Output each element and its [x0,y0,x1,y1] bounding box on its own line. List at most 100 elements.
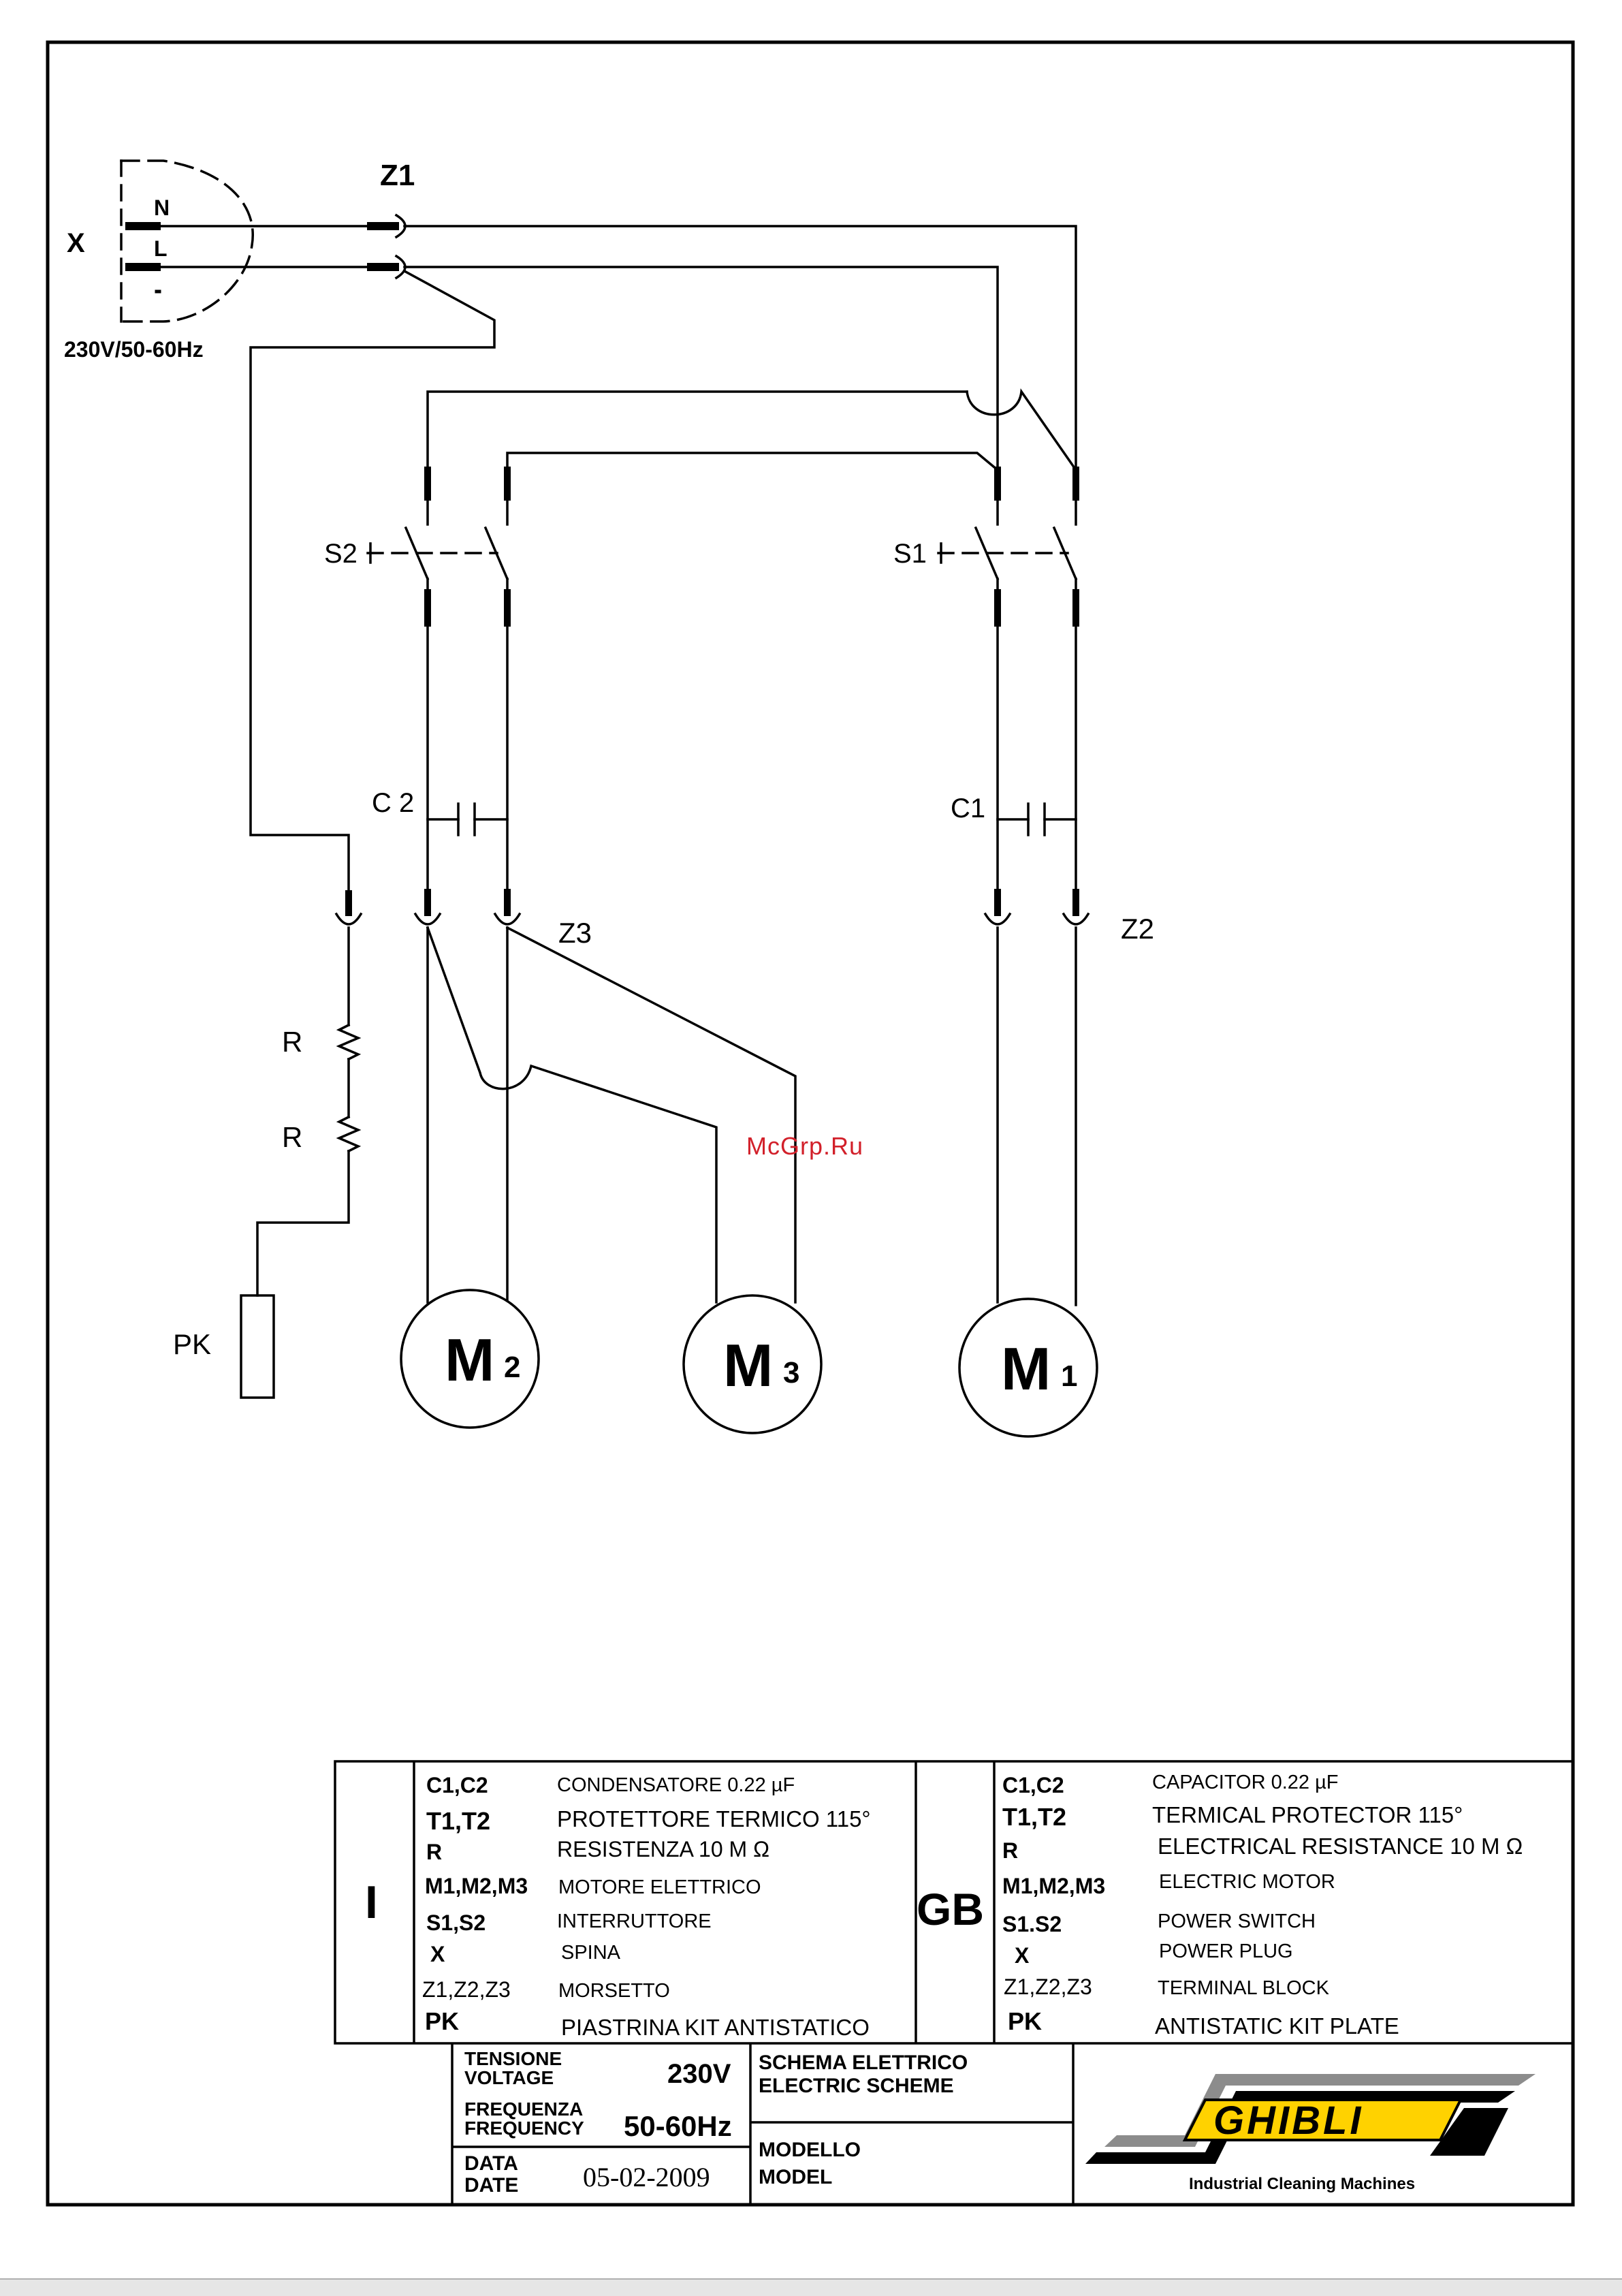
terminal-z2 [983,889,1090,926]
label-c1: C1 [951,793,985,823]
label-neutral: N [154,195,170,220]
motor-m2-letter: M [445,1326,494,1394]
motor-m1-index: 1 [1061,1359,1077,1393]
wire-to-s2-right [506,452,1000,472]
wire-to-m3-left [426,926,718,1304]
label-c2: C 2 [372,788,414,818]
page-bottom-strip [0,2278,1622,2296]
legend-gb-description: CAPACITOR 0.22 µF [1152,1772,1339,1793]
label-line: L [154,236,168,261]
legend-it-description: MORSETTO [558,1980,670,2002]
resistor-chain [256,926,362,1297]
legend-gb-symbol: C1,C2 [1002,1773,1064,1797]
model-label-en: MODEL [759,2166,832,2188]
wire-to-m3-right [505,926,797,1304]
legend-it-symbol: R [426,1840,442,1864]
legend-it-symbol: S1,S2 [426,1910,486,1935]
frequency-value: 50-60Hz [624,2110,732,2142]
voltage-value: 230V [667,2059,731,2089]
z1-neutral-to-s1 [403,225,1077,471]
z1-line-to-s1 [403,266,999,471]
legend-gb-symbol: Z1,Z2,Z3 [1004,1975,1092,1999]
terminal-z3 [334,889,522,926]
label-z1: Z1 [380,159,415,192]
legend-it-description: PIASTRINA KIT ANTISTATICO [561,2015,870,2040]
legend-it-symbol: X [430,1942,445,1966]
legend-it-symbol: M1,M2,M3 [425,1874,528,1898]
legend-it-description: RESISTENZA 10 M Ω [557,1837,769,1861]
voltage-label-en: VOLTAGE [464,2067,554,2088]
switch-s2 [366,467,511,627]
legend-it-symbol: C1,C2 [426,1773,488,1797]
label-z2: Z2 [1121,913,1154,945]
motor-m3-symbol [682,1294,823,1434]
watermark: McGrp.Ru [746,1132,863,1160]
legend-it-symbol: Z1,Z2,Z3 [422,1977,511,2002]
capacitor-c2 [426,802,509,836]
legend-gb-description: TERMICAL PROTECTOR 115° [1152,1802,1463,1827]
scheme-label-it: SCHEMA ELETTRICO [759,2051,968,2074]
label-resistor-2: R [282,1121,302,1153]
label-plug-x: X [67,228,85,258]
logo-tagline: Industrial Cleaning Machines [1189,2175,1415,2193]
label-s1: S1 [893,539,927,569]
legend-gb-description: ANTISTATIC KIT PLATE [1155,2013,1399,2039]
motor-m1-symbol [958,1298,1098,1438]
motor-m3-letter: M [723,1332,773,1399]
motor-m2-symbol [400,1289,540,1429]
legend-it-description: SPINA [561,1942,621,1964]
label-s2: S2 [324,539,357,569]
label-pk: PK [173,1328,211,1360]
date-value: 05-02-2009 [583,2162,710,2192]
frequency-label-en: FREQUENCY [464,2118,584,2139]
legend-gb-symbol: S1.S2 [1002,1912,1062,1936]
legend-gb-rows: C1,C2 CAPACITOR 0.22 µF T1,T2 TERMICAL P… [1002,1772,1523,2039]
legend-gb-symbol: X [1015,1943,1030,1968]
date-label-it: DATA [464,2152,518,2175]
wire-crossover-1 [966,388,1078,472]
legend-gb-symbol: T1,T2 [1002,1803,1066,1831]
motor-m3-index: 3 [783,1356,799,1389]
power-plug-symbol [120,159,254,323]
switch-s1 [937,467,1079,627]
logo-brand: GHIBLI [1213,2098,1364,2143]
legend-gb-description: ELECTRICAL RESISTANCE 10 M Ω [1158,1834,1523,1859]
label-z3: Z3 [558,917,592,949]
legend-gb-description: POWER PLUG [1159,1940,1293,1962]
z1-to-pk-wire [249,269,496,895]
wire-to-s2-left [426,390,968,471]
legend-gb-symbol: M1,M2,M3 [1002,1874,1105,1898]
terminal-z1 [367,213,407,280]
voltage-label-it: TENSIONE [464,2048,562,2069]
ghibli-logo: GHIBLI ® Industrial Cleaning Machines [1085,2074,1536,2193]
logo-registered: ® [1471,2121,1482,2138]
model-label-it: MODELLO [759,2139,861,2161]
legend-it-rows: C1,C2 CONDENSATORE 0.22 µF T1,T2 PROTETT… [422,1773,871,2040]
scheme-label-en: ELECTRIC SCHEME [759,2075,954,2097]
legend-it-symbol: T1,T2 [426,1807,490,1835]
legend-it-symbol: PK [425,2007,459,2035]
legend-code-gb: GB [917,1884,984,1934]
label-supply: 230V/50-60Hz [64,337,204,362]
legend-it-description: INTERRUTTORE [557,1910,712,1932]
legend-gb-description: POWER SWITCH [1158,1910,1316,1932]
legend-table [334,1760,1574,2205]
pk-plate-symbol [240,1294,275,1399]
legend-it-description: CONDENSATORE 0.22 µF [557,1774,795,1796]
title-block: TENSIONE VOLTAGE 230V FREQUENZA FREQUENC… [464,2048,968,2197]
motor-m2-index: 2 [504,1351,520,1384]
circuit-diagram [120,159,1098,1438]
motor-m1-letter: M [1001,1335,1051,1402]
legend-code-it: I [365,1876,378,1928]
sheet-frame [46,40,1575,2207]
legend-it-description: MOTORE ELETTRICO [558,1876,761,1898]
legend-it-description: PROTETTORE TERMICO 115° [557,1806,871,1831]
legend-gb-description: TERMINAL BLOCK [1158,1977,1330,1999]
capacitor-c1 [996,802,1077,836]
legend-gb-description: ELECTRIC MOTOR [1159,1871,1335,1893]
legend-gb-symbol: R [1002,1838,1018,1863]
legend-gb-symbol: PK [1008,2007,1042,2035]
frequency-label-it: FREQUENZA [464,2098,583,2120]
label-resistor-1: R [282,1026,302,1058]
